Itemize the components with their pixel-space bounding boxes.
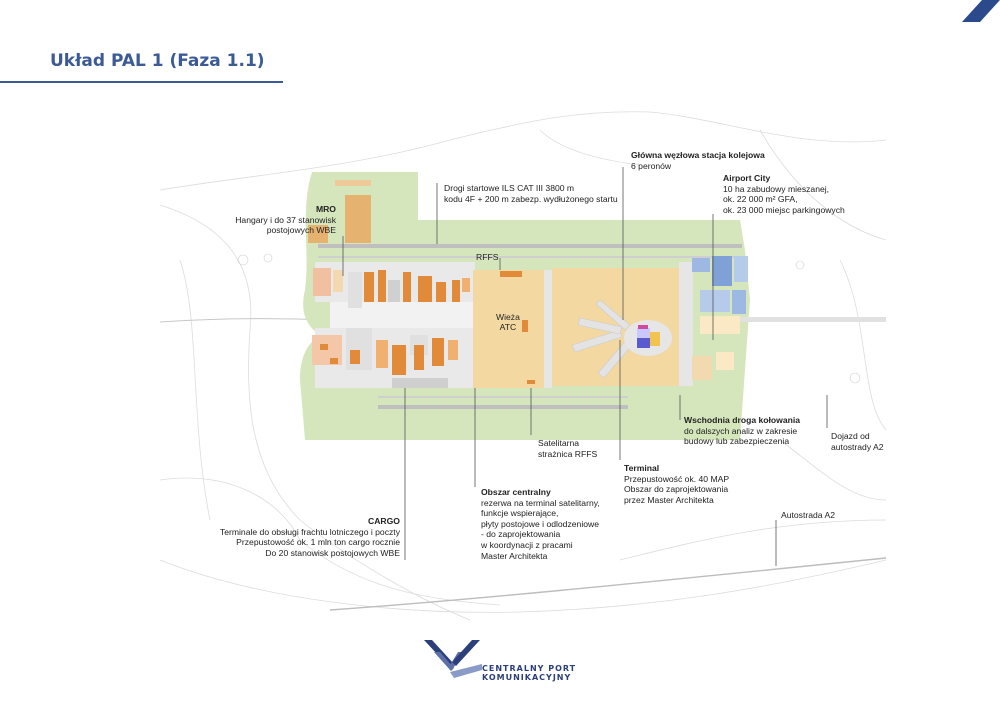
mro-buildings bbox=[308, 180, 470, 308]
label-airport-city: Airport City 10 ha zabudowy mieszanej, o… bbox=[723, 173, 845, 215]
airport-city-blocks bbox=[692, 256, 748, 380]
cargo-buildings bbox=[312, 328, 458, 388]
label-east-taxiway: Wschodnia droga kołowania do dalszych an… bbox=[684, 415, 801, 447]
terminal-piers bbox=[571, 299, 635, 379]
label-terminal: Terminal Przepustowość ok. 40 MAP Obszar… bbox=[624, 463, 730, 505]
label-cargo: CARGO Terminale do obsługi frachtu lotni… bbox=[219, 516, 400, 558]
label-central-area: Obszar centralny rezerwa na terminal sat… bbox=[481, 487, 600, 561]
rffs-building bbox=[500, 271, 522, 277]
leader-lines bbox=[342, 167, 828, 566]
title-underline bbox=[0, 81, 283, 83]
railway-line bbox=[740, 317, 886, 322]
page-title: Układ PAL 1 (Faza 1.1) bbox=[50, 51, 265, 71]
tower-atc bbox=[522, 320, 528, 332]
central-apron bbox=[473, 270, 544, 388]
motorway-a2 bbox=[329, 557, 887, 611]
south-runway bbox=[378, 405, 628, 409]
road-network bbox=[159, 111, 887, 621]
label-rail-station: Główna węzłowa stacja kolejowa 6 peronów bbox=[631, 150, 765, 171]
cpk-logo-mark bbox=[424, 640, 482, 678]
corner-accent bbox=[962, 0, 1000, 22]
north-runway bbox=[318, 244, 742, 248]
label-motorway-a2: Autostrada A2 bbox=[781, 510, 835, 520]
label-rffs: RFFS bbox=[476, 252, 499, 262]
satellite-rffs bbox=[527, 380, 535, 384]
